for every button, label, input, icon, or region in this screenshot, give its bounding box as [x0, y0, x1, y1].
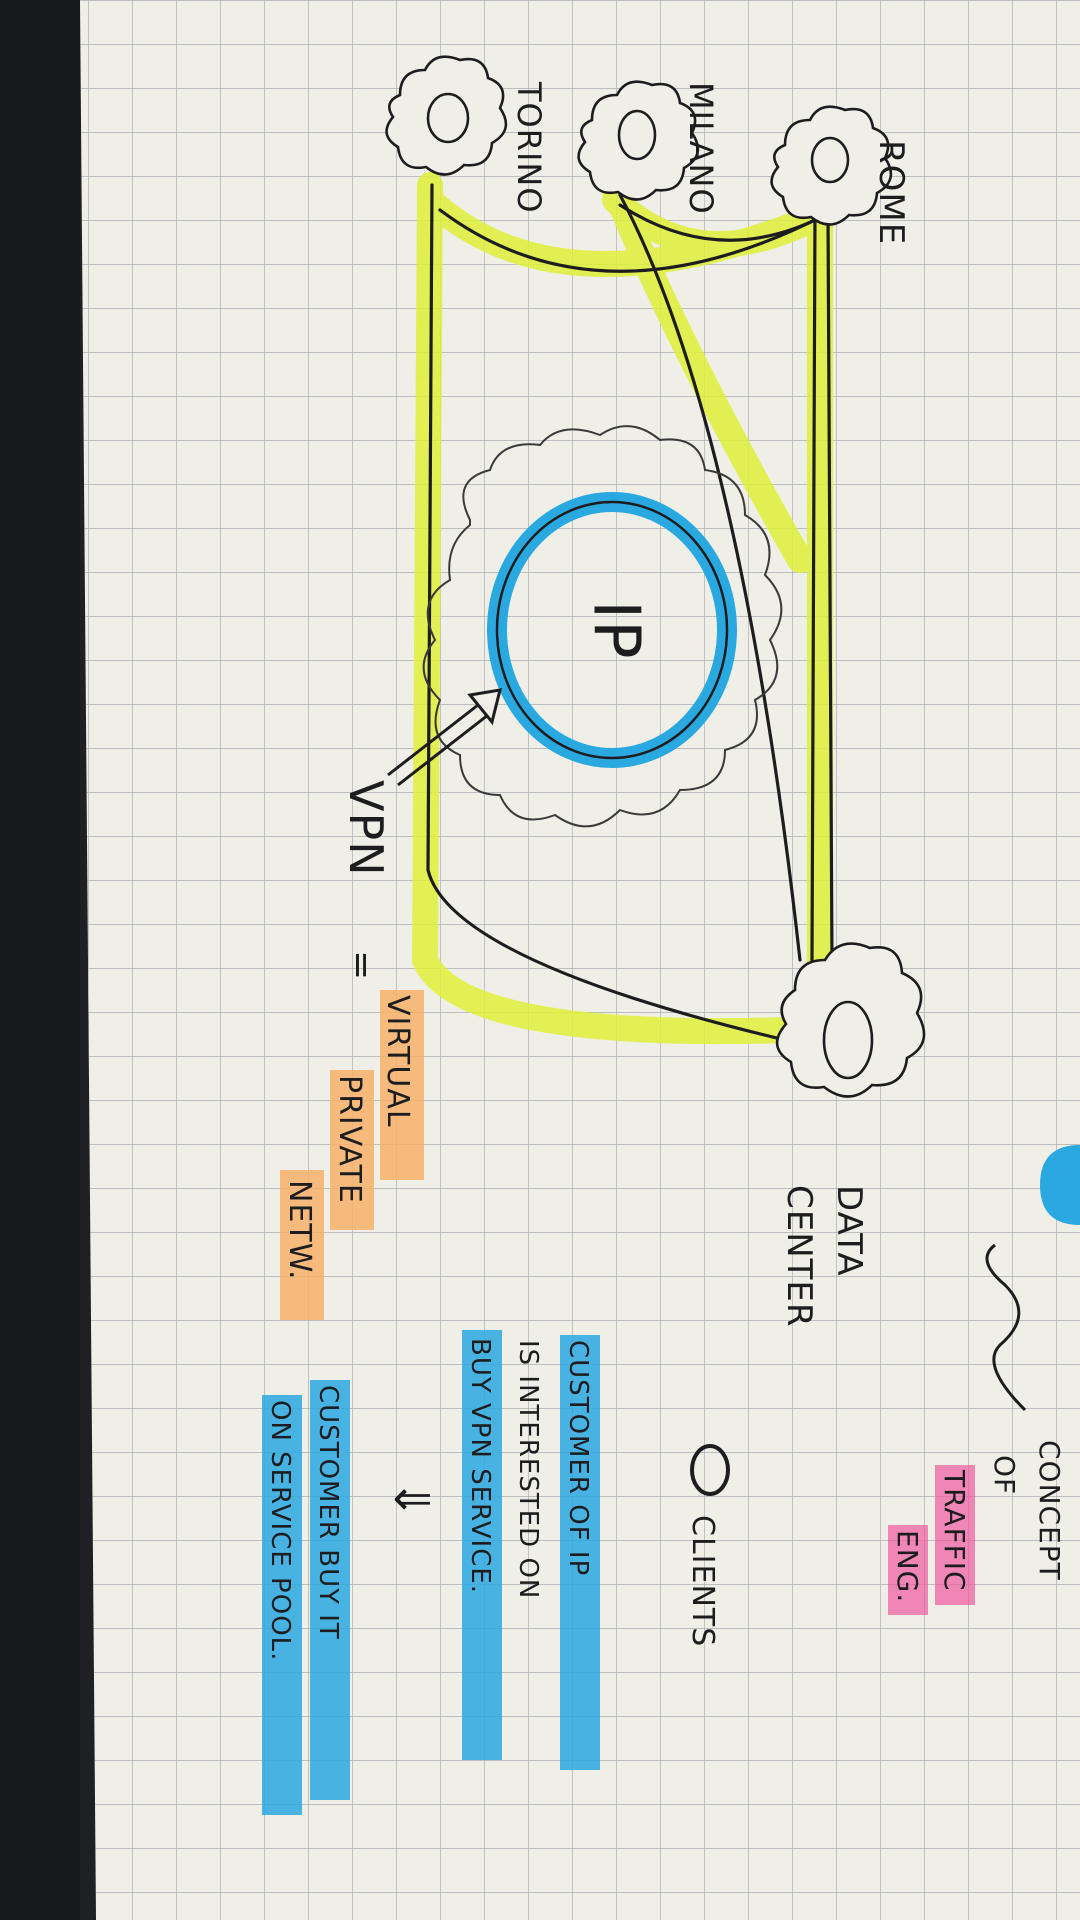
orange-highlight	[380, 990, 424, 1180]
blue-blob	[1040, 1145, 1080, 1225]
customer-note-line-3: BUY VPN SERVICE.	[465, 1338, 495, 1594]
circle-outline-icon	[690, 1444, 730, 1496]
legend-label: CLIENTS	[685, 1515, 720, 1647]
concept-line-1: CONCEPT	[1033, 1440, 1066, 1581]
dark-border	[0, 0, 80, 1920]
torino-label: TORINO	[510, 81, 548, 214]
down-arrow-icon: ⇓	[383, 1479, 439, 1520]
rome-label: ROME	[871, 140, 911, 245]
city-node-rome	[770, 105, 893, 226]
data-center-label-1: DATA	[829, 1185, 869, 1277]
data-center-label-2: CENTER	[779, 1185, 819, 1328]
concept-line-3: TRAFFIC	[938, 1469, 971, 1592]
milano-label: MILANO	[682, 82, 720, 215]
customer-note-line-2: IS INTERESTED ON	[513, 1340, 543, 1599]
vpn-arrow-icon	[387, 688, 503, 787]
data-center-node	[775, 942, 926, 1098]
customer-buy-line-2: ON SERVICE POOL.	[265, 1400, 295, 1661]
vpn-definition: VPN = VIRTUAL PRIVATE NETW.	[280, 780, 424, 1320]
city-node-torino	[385, 55, 508, 176]
city-node-milano	[577, 80, 700, 201]
ip-cloud	[422, 425, 783, 828]
network-links	[426, 183, 834, 1042]
blue-highlight	[560, 1335, 600, 1770]
vpn-abbr: VPN	[339, 780, 393, 877]
vpn-expansion-line-3: NETW.	[282, 1180, 317, 1280]
concept-line-4: ENG.	[891, 1530, 924, 1603]
customer-note-line-1: CUSTOMER OF IP	[563, 1340, 593, 1576]
vpn-expansion-line-2: PRIVATE	[332, 1075, 367, 1204]
concept-line-2: OF	[988, 1455, 1021, 1495]
ip-label: IP	[578, 600, 652, 659]
network-diagram: IP ROME MILANO TORINO DATA CENTER	[385, 55, 926, 1328]
pointer-curve	[985, 1243, 1027, 1412]
notes: CONCEPT OF TRAFFIC ENG. CLIENTS CUSTOMER…	[262, 1145, 1080, 1815]
vpn-expansion-line-1: VIRTUAL	[380, 995, 415, 1128]
customer-buy-line-1: CUSTOMER BUY IT	[313, 1385, 343, 1640]
vpn-equals: =	[341, 950, 382, 981]
